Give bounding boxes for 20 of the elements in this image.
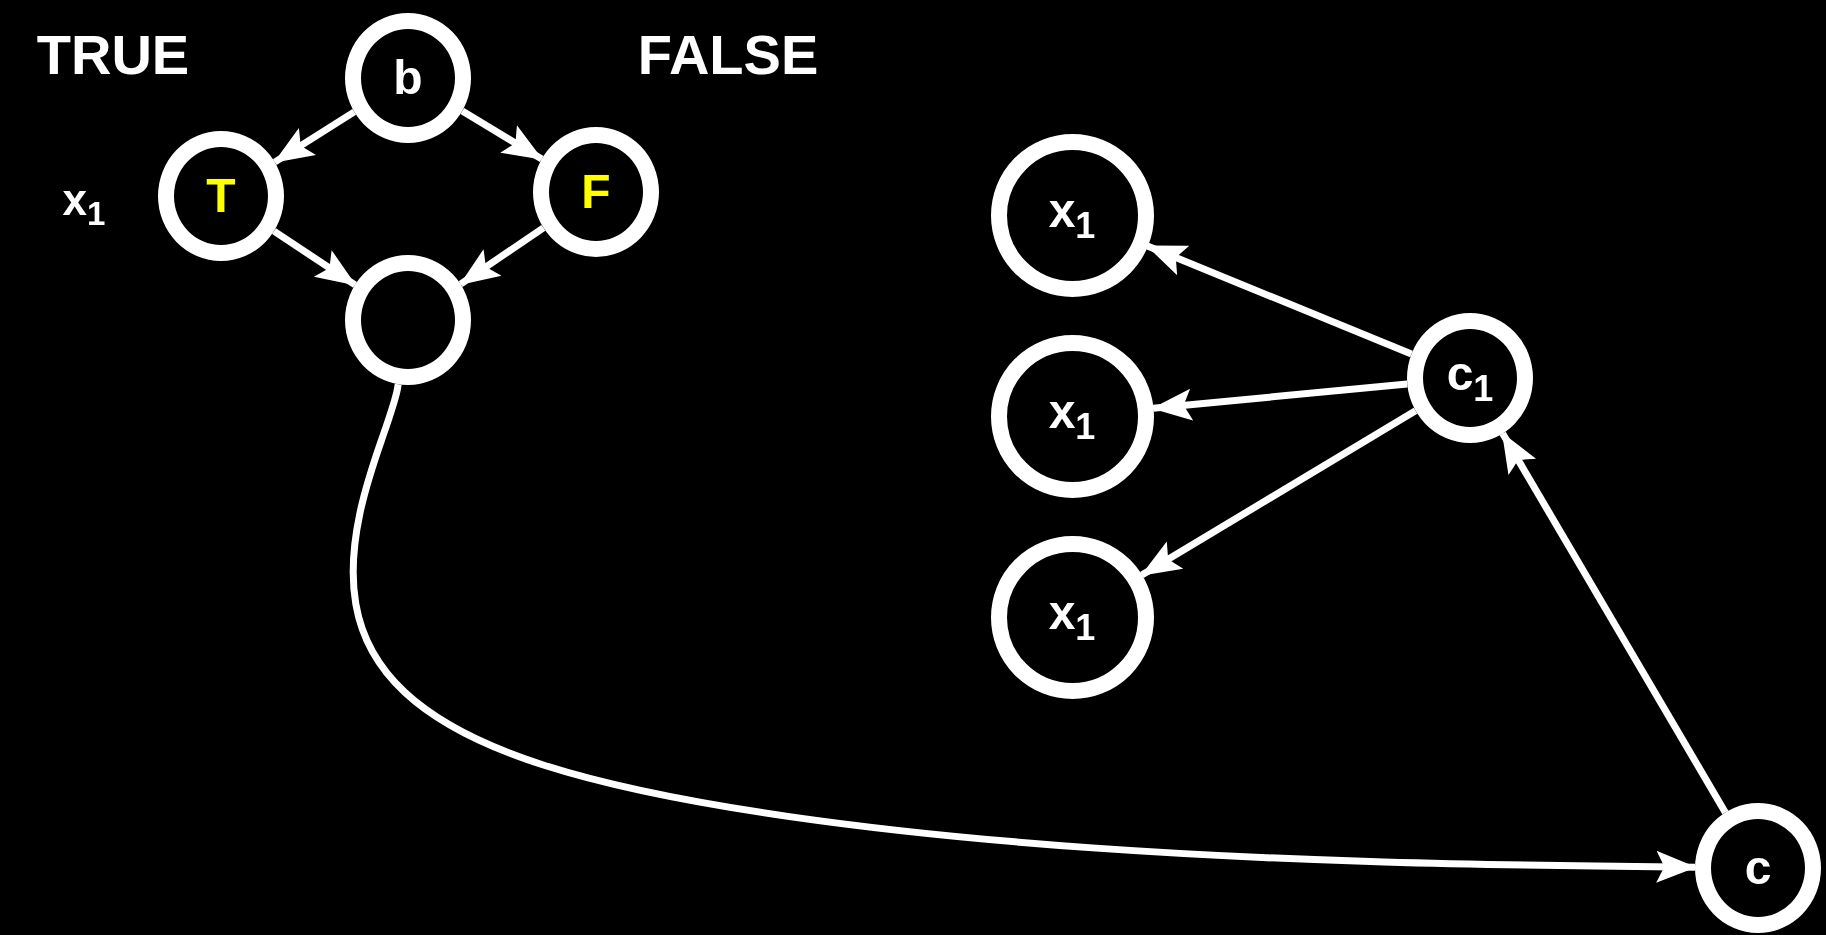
arrow [349, 383, 1697, 883]
node-label: x$_{1}$ [1048, 186, 1096, 244]
text-label: x$_{1}$ [62, 178, 106, 230]
text-label: TRUE [36, 27, 190, 83]
node-label: x$_{1}$ [1048, 387, 1096, 445]
node-label: T [206, 172, 236, 220]
text-label: FALSE [637, 27, 819, 83]
arrow [272, 108, 357, 166]
arrow [1151, 380, 1408, 421]
node-label: c$_{1}$ [1446, 349, 1494, 407]
node-label: x$_{1}$ [1048, 588, 1096, 646]
node-label: c [1744, 844, 1772, 892]
arrow [1499, 431, 1729, 815]
arrow [458, 224, 546, 288]
arrow [1140, 407, 1418, 579]
arrow [272, 228, 357, 288]
node-label: b [393, 54, 423, 102]
arrow [460, 107, 544, 163]
arrow [1146, 242, 1413, 358]
node-label: F [581, 168, 611, 216]
